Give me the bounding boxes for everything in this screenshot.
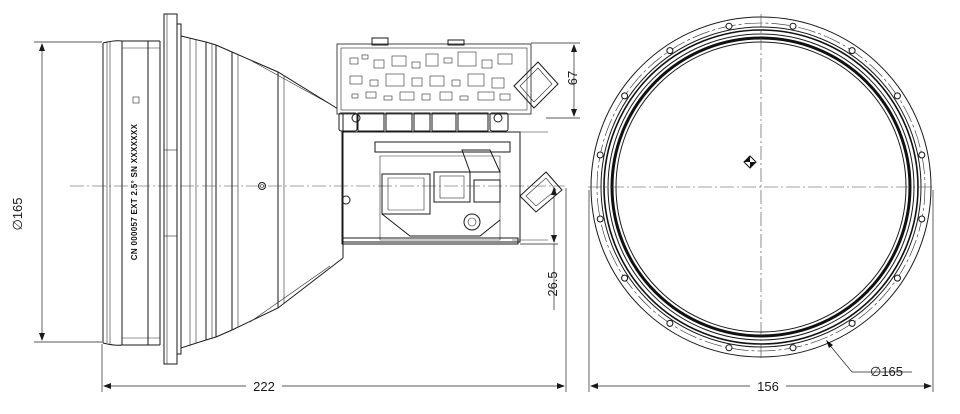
lens-front-ring xyxy=(102,40,161,346)
side-diameter-dimension: ∅165 xyxy=(10,41,102,343)
screw-hole-icon xyxy=(666,319,674,327)
front-view: 156 ∅165 xyxy=(588,14,934,394)
lens-body xyxy=(180,35,344,349)
screw-hole-icon xyxy=(596,151,604,159)
screw-hole-icon xyxy=(918,151,926,159)
axis-offset-label: 26.5 xyxy=(545,271,560,296)
screw-hole-icon xyxy=(918,215,926,223)
screw-hole-icon xyxy=(596,215,604,223)
screw-hole-icon xyxy=(621,92,629,100)
front-diameter-callout: ∅165 xyxy=(826,340,912,379)
mounting-flange xyxy=(163,13,182,365)
screw-hole-icon xyxy=(789,344,797,352)
screw-hole-icon xyxy=(848,319,856,327)
module-height-dimension: 67 xyxy=(531,42,580,119)
screw-hole-icon xyxy=(848,47,856,55)
screw-hole-icon xyxy=(893,92,901,100)
screw-hole-icon xyxy=(666,47,674,55)
engraving-box-icon xyxy=(132,96,140,104)
flange-screws xyxy=(596,22,926,352)
axis-offset-dimension: 26.5 xyxy=(520,187,560,310)
center-target-icon xyxy=(743,155,757,169)
length-dimension: 222 xyxy=(101,188,567,394)
front-width-dimension: 156 xyxy=(588,190,934,394)
front-width-label: 156 xyxy=(757,379,779,394)
screw-hole-icon xyxy=(789,22,797,30)
lens-engraving: CN 000057 EXT 2.5° SN XXXXXXX xyxy=(130,123,139,260)
screw-hole-icon xyxy=(621,274,629,282)
screw-hole-icon xyxy=(725,344,733,352)
screw-hole-icon xyxy=(725,22,733,30)
module-height-label: 67 xyxy=(565,71,580,85)
side-diameter-label: ∅165 xyxy=(10,197,25,230)
length-label: 222 xyxy=(253,379,275,394)
camera-module xyxy=(336,37,563,245)
screw-hole-icon xyxy=(893,274,901,282)
side-view: ∅165 CN 000057 EXT 2.5° SN XXXXXXX xyxy=(10,13,580,394)
front-diameter-label: ∅165 xyxy=(870,364,903,379)
